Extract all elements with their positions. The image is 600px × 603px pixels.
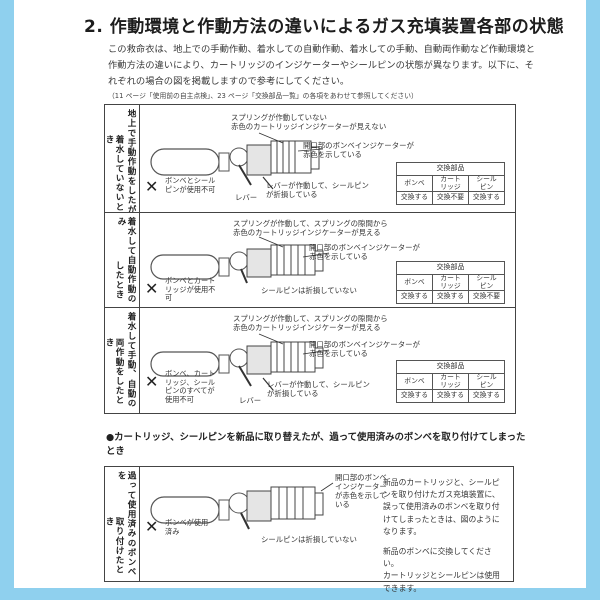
side-sub-text: 取り付けたとき — [104, 517, 124, 575]
callout-cylinder-indicator: 開口部のボンベインジケーターが 赤色を示している — [309, 243, 420, 261]
section-ground-manual: 地上で手動作動をしたが 着水していないとき スプリングが作動していない 赤色のカ… — [104, 104, 516, 218]
callout-cylinder-indicator: 開口部のボンベ インジケーター が赤色を示して いる — [335, 473, 387, 509]
right-frame-band — [586, 0, 600, 600]
callout-seal-pin-note: シールピンは折損していない — [261, 535, 357, 544]
cell-cylinder: 交換する — [396, 290, 433, 305]
callout-lever-note: レバーが作動して、シールピン が折損している — [267, 380, 370, 398]
bottom-frame-band — [0, 588, 600, 600]
inflator-drawing — [150, 236, 330, 284]
intro-paragraph: この救命衣は、地上での手動作動、着水しての自動作動、着水しての手動、自動両作動な… — [108, 42, 538, 102]
callout-lever: レバー — [239, 396, 262, 405]
unusable-note: ボンベとシール ピンが使用不可 — [165, 176, 216, 194]
cell-cylinder: 交換する — [396, 191, 433, 206]
side-sub-text: 両作動をしたとき — [104, 338, 124, 406]
col-cartridge: カート リッジ — [432, 372, 469, 391]
cell-seal-pin: 交換する — [468, 389, 505, 404]
parts-table: 交換部品 ボンベ カート リッジ シール ピン 交換する 交換する 交換不要 — [396, 261, 505, 305]
section-used-cylinder: 過って使用済みのボンベを 取り付けたとき 開口部のボンベ インジケーター が赤色… — [104, 466, 514, 593]
cell-cartridge: 交換する — [432, 290, 469, 305]
intro-text: この救命衣は、地上での手動作動、着水しての自動作動、着水しての手動、自動両作動な… — [108, 44, 536, 87]
inflator-illustration: スプリングが作動して、スプリングの隙間から 赤色のカートリッジインジケーターが見… — [143, 213, 420, 312]
section-water-auto: 着水して自動作動のみ したとき スプリングが作動して、スプリングの隙間から 赤色… — [104, 212, 516, 313]
section-side-label: 過って使用済みのボンベを 取り付けたとき — [104, 467, 140, 581]
cell-cylinder: 交換する — [396, 389, 433, 404]
callout-spring: スプリングが作動していない 赤色のカートリッジインジケーターが見えない — [231, 113, 387, 131]
col-cylinder: ボンベ — [396, 174, 433, 193]
page-title: 2. 作動環境と作動方法の違いによるガス充填装置各部の状態 — [84, 17, 565, 37]
callout-lever-note: レバーが作動して、シールピン が折損している — [266, 181, 369, 199]
section-side-label: 着水して手動、自動の 両作動をしたとき — [104, 308, 140, 413]
manual-page: 2. 作動環境と作動方法の違いによるガス充填装置各部の状態 この救命衣は、地上で… — [14, 0, 586, 593]
inflator-drawing — [150, 482, 334, 530]
col-cartridge: カート リッジ — [432, 273, 469, 292]
inflator-illustration: スプリングが作動していない 赤色のカートリッジインジケーターが見えない 開口部の… — [143, 105, 414, 217]
x-mark-icon: ✕ — [145, 372, 159, 391]
cell-cartridge: 交換不要 — [432, 191, 469, 206]
intro-reference: （11 ページ「使用前の自主点検」、23 ページ「交換部品一覧」の各項をあわせて… — [108, 92, 418, 100]
unusable-note: ボンベとカート リッジが使用不 可 — [165, 276, 216, 303]
section-side-label: 地上で手動作動をしたが 着水していないとき — [104, 105, 140, 217]
col-seal-pin: シール ピン — [468, 273, 505, 292]
x-mark-icon: ✕ — [145, 517, 159, 536]
explanation-para-1: 新品のカートリッジと、シールピンを取り付けたガス充填装置に、誤って使用済みのボン… — [383, 478, 500, 536]
callout-spring: スプリングが作動して、スプリングの隙間から 赤色のカートリッジインジケーターが見… — [233, 314, 388, 332]
inflator-drawing — [150, 132, 324, 190]
subheading: ●カートリッジ、シールピンを新品に取り替えたが、過って使用済みのボンベを取り付け… — [106, 432, 526, 457]
col-cylinder: ボンベ — [396, 273, 433, 292]
side-main-text: 着水して手動、自動の — [126, 312, 136, 408]
explanation-text: 新品のカートリッジと、シールピンを取り付けたガス充填装置に、誤って使用済みのボン… — [383, 477, 505, 603]
callout-spring: スプリングが作動して、スプリングの隙間から 赤色のカートリッジインジケーターが見… — [233, 219, 388, 237]
inflator-illustration: スプリングが作動して、スプリングの隙間から 赤色のカートリッジインジケーターが見… — [143, 308, 420, 413]
inflator-drawing — [150, 333, 330, 391]
callout-seal-pin-note: シールピンは折損していない — [261, 286, 357, 295]
col-cylinder: ボンベ — [396, 372, 433, 391]
left-frame-band — [0, 0, 14, 600]
parts-table: 交換部品 ボンベ カート リッジ シール ピン 交換する 交換不要 交換する — [396, 162, 505, 206]
side-main-text: 着水して自動作動のみ — [116, 217, 136, 304]
section-water-both: 着水して手動、自動の 両作動をしたとき スプリングが作動して、スプリングの隙間か… — [104, 307, 516, 414]
section-side-label: 着水して自動作動のみ したとき — [105, 213, 140, 312]
callout-cylinder-indicator: 開口部のボンベインジケーターが 赤色を示している — [303, 141, 414, 159]
side-main-text: 地上で手動作動をしたが — [126, 109, 136, 215]
unusable-note: ボンベが使用 済み — [165, 518, 209, 536]
col-seal-pin: シール ピン — [468, 174, 505, 193]
cell-seal-pin: 交換する — [468, 191, 505, 206]
side-sub-text: 着水していないとき — [104, 135, 124, 212]
explanation-para-2: 新品のボンベに交換してください。 カートリッジとシールピンは使用できます。 — [383, 547, 500, 593]
cell-seal-pin: 交換不要 — [468, 290, 505, 305]
side-sub-text: したとき — [114, 261, 124, 300]
unusable-note: ボンベ、カート リッジ、シール ピンのすべてが 使用不可 — [165, 369, 216, 404]
parts-table: 交換部品 ボンベ カート リッジ シール ピン 交換する 交換する 交換する — [396, 360, 505, 404]
parts-table-title: 交換部品 — [396, 162, 505, 176]
callout-cylinder-indicator: 開口部のボンベインジケーターが 赤色を示している — [309, 340, 420, 358]
col-seal-pin: シール ピン — [468, 372, 505, 391]
side-main-text: 過って使用済みのボンベを — [116, 471, 136, 577]
inflator-illustration: 開口部のボンベ インジケーター が赤色を示して いる シールピンは折損していない… — [143, 467, 393, 581]
x-mark-icon: ✕ — [145, 279, 159, 298]
parts-table-title: 交換部品 — [396, 261, 505, 275]
x-mark-icon: ✕ — [145, 177, 159, 196]
callout-lever: レバー — [235, 193, 258, 202]
parts-table-title: 交換部品 — [396, 360, 505, 374]
cell-cartridge: 交換する — [432, 389, 469, 404]
col-cartridge: カート リッジ — [432, 174, 469, 193]
